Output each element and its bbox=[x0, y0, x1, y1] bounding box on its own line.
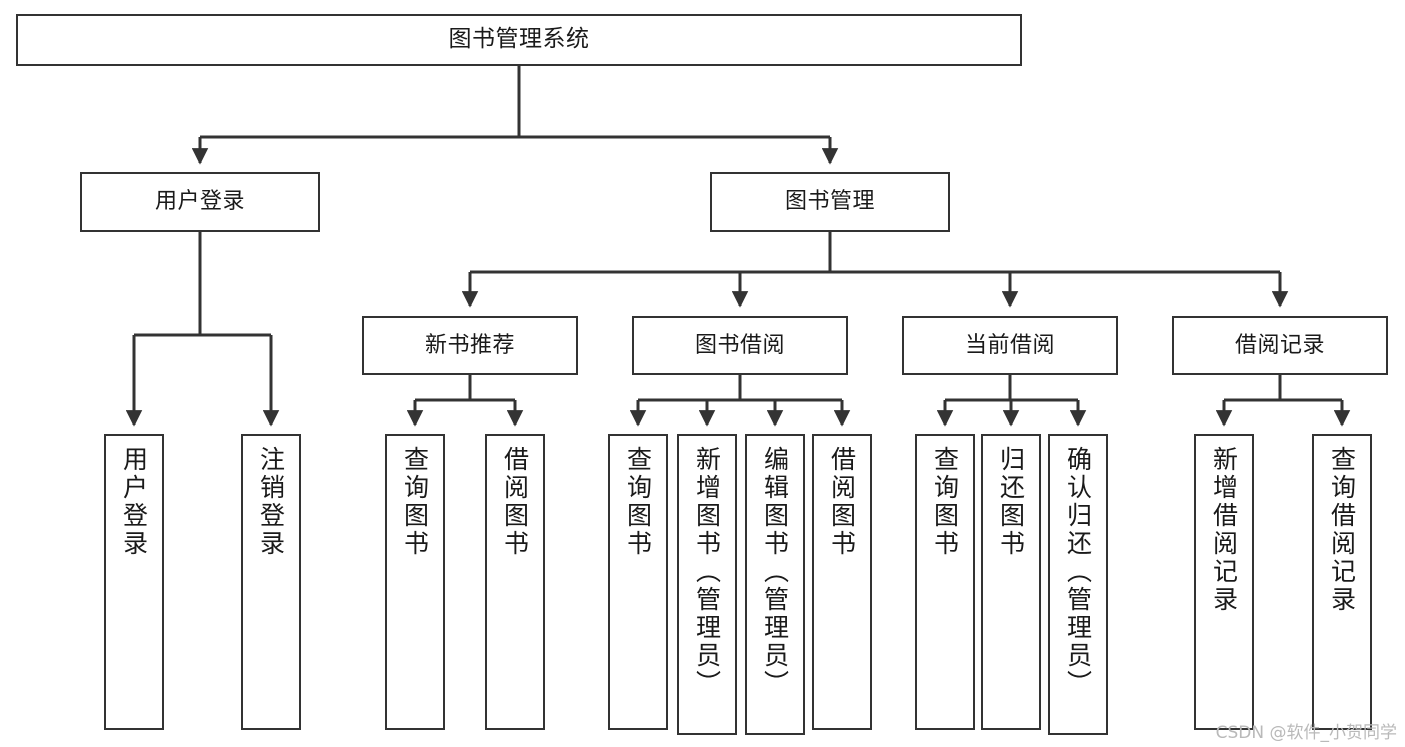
leaf-borrow-add-book-admin[interactable]: 新增图书（管理员） bbox=[677, 434, 737, 735]
node-user-login[interactable]: 用户登录 bbox=[80, 172, 320, 232]
node-root-system[interactable]: 图书管理系统 bbox=[16, 14, 1022, 66]
node-label: 查询借阅记录 bbox=[1327, 446, 1357, 614]
node-label: 查询图书 bbox=[930, 446, 960, 558]
leaf-borrow-edit-book-admin[interactable]: 编辑图书（管理员） bbox=[745, 434, 805, 735]
node-new-book-recommend[interactable]: 新书推荐 bbox=[362, 316, 578, 375]
leaf-borrow-query-book[interactable]: 查询图书 bbox=[608, 434, 668, 730]
node-label: 新增借阅记录 bbox=[1209, 446, 1239, 614]
node-label: 查询图书 bbox=[400, 446, 430, 558]
leaf-user-login-signin[interactable]: 用户登录 bbox=[104, 434, 164, 730]
node-label: 图书管理 bbox=[784, 189, 875, 215]
node-label: 归还图书 bbox=[996, 446, 1026, 558]
leaf-new-book-borrow[interactable]: 借阅图书 bbox=[485, 434, 545, 730]
node-label: 借阅图书 bbox=[827, 446, 857, 558]
node-borrow-records[interactable]: 借阅记录 bbox=[1172, 316, 1388, 375]
node-label: 查询图书 bbox=[623, 446, 653, 558]
node-label: 新书推荐 bbox=[424, 332, 515, 358]
leaf-new-book-query[interactable]: 查询图书 bbox=[385, 434, 445, 730]
node-label: 确认归还（管理员） bbox=[1063, 446, 1093, 698]
leaf-borrow-borrow-book[interactable]: 借阅图书 bbox=[812, 434, 872, 730]
leaf-current-confirm-return-admin[interactable]: 确认归还（管理员） bbox=[1048, 434, 1108, 735]
node-label: 图书借阅 bbox=[694, 332, 785, 358]
node-label: 借阅记录 bbox=[1234, 332, 1325, 358]
node-label: 编辑图书（管理员） bbox=[760, 446, 790, 698]
node-label: 用户登录 bbox=[119, 446, 149, 558]
leaf-records-query-record[interactable]: 查询借阅记录 bbox=[1312, 434, 1372, 730]
leaf-user-login-signout[interactable]: 注销登录 bbox=[241, 434, 301, 730]
node-label: 用户登录 bbox=[154, 189, 245, 215]
node-book-borrow[interactable]: 图书借阅 bbox=[632, 316, 848, 375]
node-label: 新增图书（管理员） bbox=[692, 446, 722, 698]
node-book-management[interactable]: 图书管理 bbox=[710, 172, 950, 232]
node-label: 借阅图书 bbox=[500, 446, 530, 558]
node-label: 注销登录 bbox=[256, 446, 286, 558]
leaf-current-query-book[interactable]: 查询图书 bbox=[915, 434, 975, 730]
node-label: 图书管理系统 bbox=[448, 26, 590, 53]
node-label: 当前借阅 bbox=[964, 332, 1055, 358]
leaf-records-add-record[interactable]: 新增借阅记录 bbox=[1194, 434, 1254, 730]
leaf-current-return-book[interactable]: 归还图书 bbox=[981, 434, 1041, 730]
node-current-borrow[interactable]: 当前借阅 bbox=[902, 316, 1118, 375]
